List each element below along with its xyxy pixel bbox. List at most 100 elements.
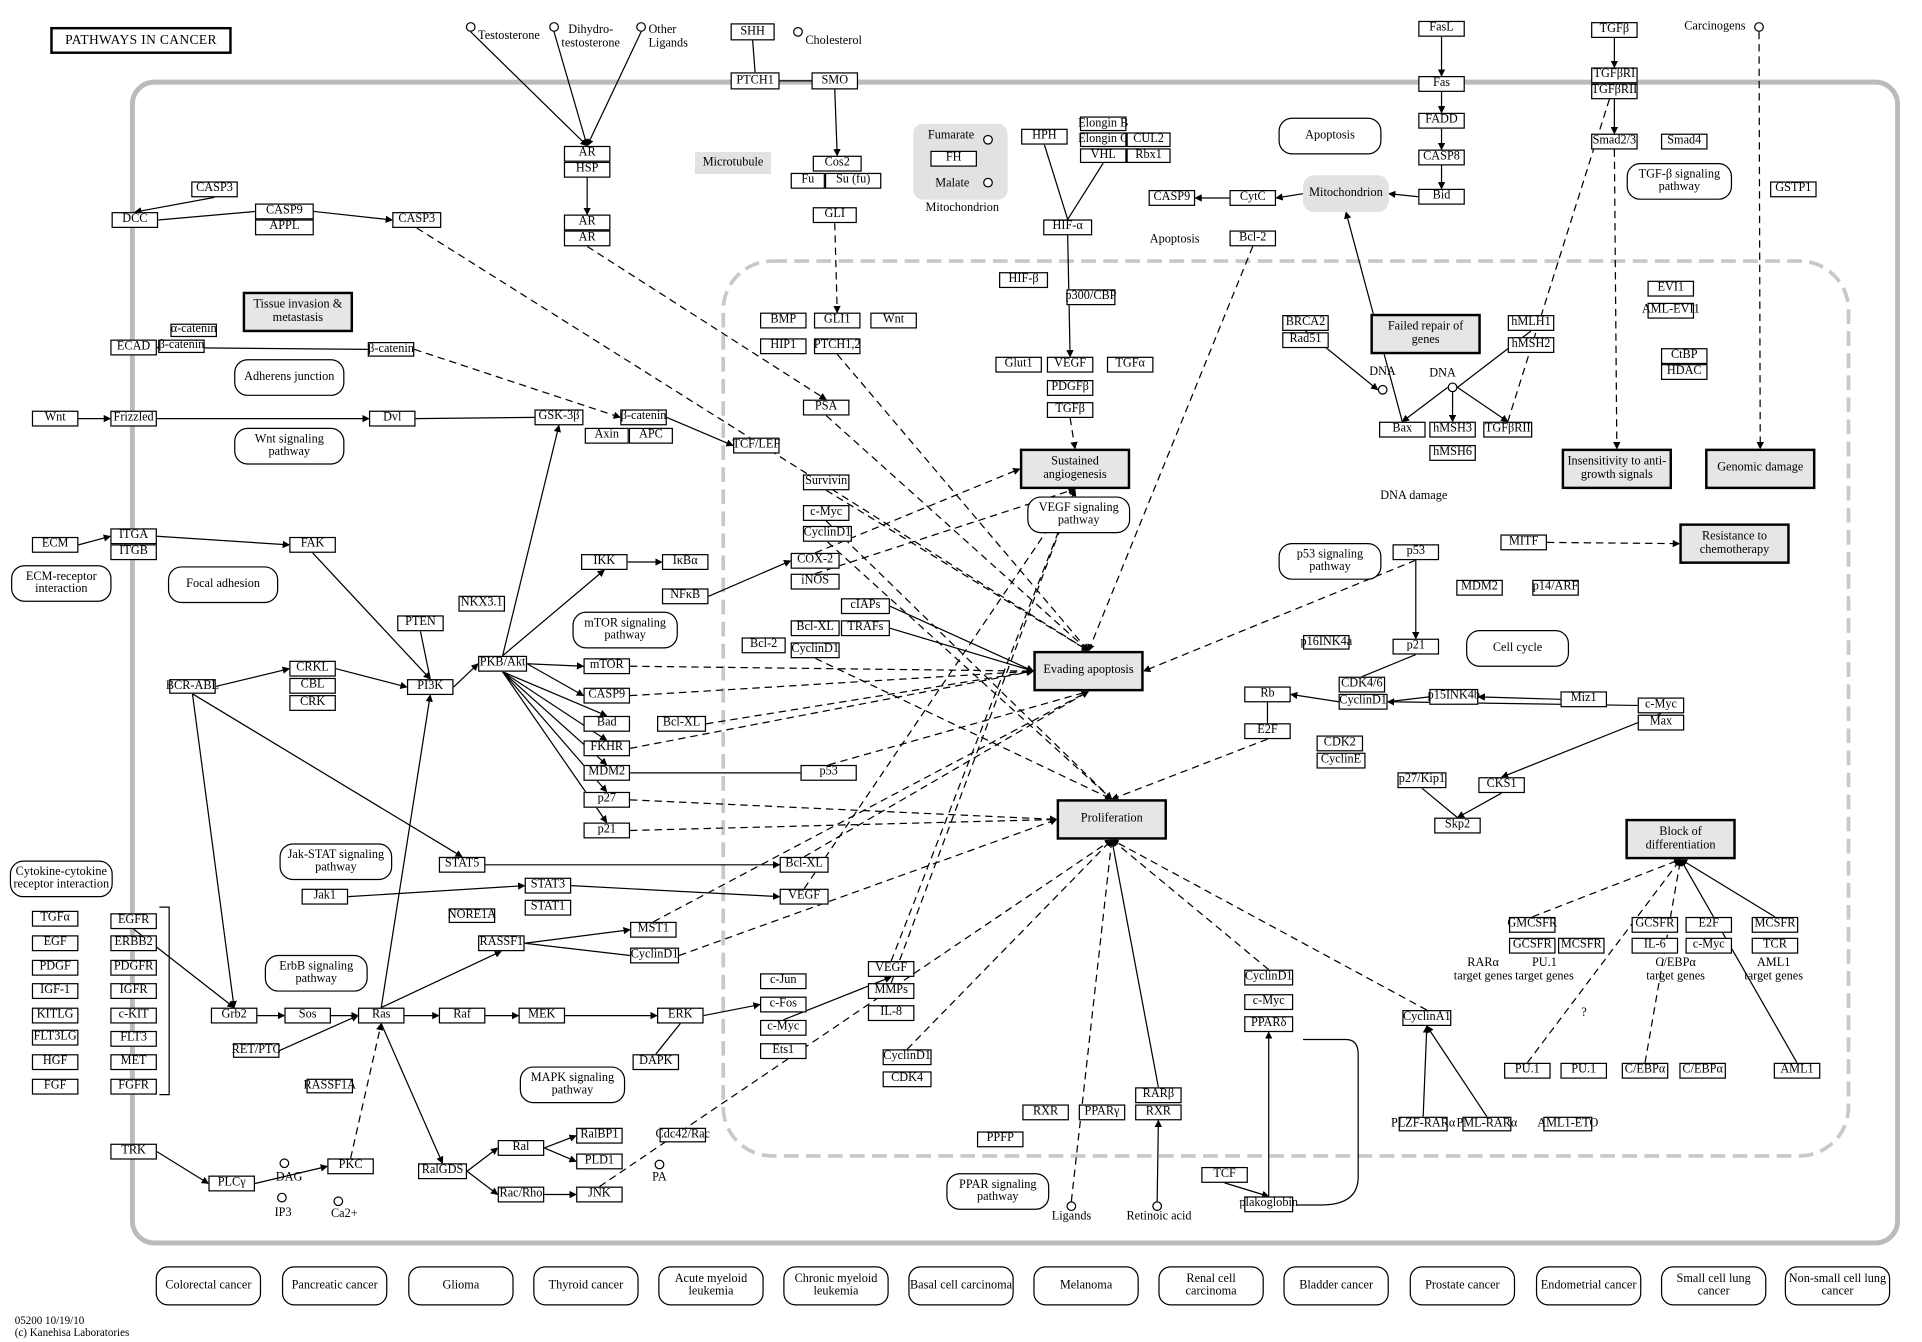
pathway-p53-signaling-pathway[interactable]: p53 signaling pathway	[1278, 543, 1382, 580]
gene-gstp1[interactable]: GSTP1	[1770, 181, 1817, 198]
gene-hdac[interactable]: HDAC	[1660, 364, 1708, 380]
gene-smad2-3[interactable]: Smad2/3	[1591, 133, 1638, 150]
compound-retinoic-acid-marker[interactable]	[1152, 1201, 1163, 1212]
gene-mtor[interactable]: mTOR	[583, 658, 631, 675]
gene-shh[interactable]: SHH	[730, 23, 775, 41]
gene-gsk-3[interactable]: GSK-3β	[534, 409, 584, 426]
gene-cbl[interactable]: CBL	[289, 677, 336, 694]
gene-mitf[interactable]: MITF	[1500, 534, 1547, 551]
gene-p27[interactable]: p27	[583, 791, 631, 808]
gene-nf-b[interactable]: NFκB	[661, 588, 709, 605]
gene-catenin[interactable]: β-catenin	[367, 341, 415, 357]
gene-dvl[interactable]: Dvl	[368, 410, 416, 427]
gene-mdm2[interactable]: MDM2	[1456, 579, 1503, 596]
gene-trafs[interactable]: TRAFs	[840, 620, 890, 637]
gene-pdgf[interactable]: PDGFβ	[1046, 379, 1094, 396]
gene-dapk[interactable]: DAPK	[632, 1054, 680, 1071]
gene-ar[interactable]: AR	[563, 145, 611, 162]
gene-p15ink4b[interactable]: p15INK4b	[1428, 688, 1480, 705]
gene-ptch1[interactable]: PTCH1	[730, 72, 780, 90]
gene-catenin[interactable]: β-catenin	[158, 339, 205, 354]
gene-plzf-rar[interactable]: PLZF-RARα	[1391, 1116, 1455, 1132]
gene-ret-ptc[interactable]: RET/PTC	[232, 1043, 281, 1058]
gene-fas[interactable]: Fas	[1418, 75, 1465, 92]
gene-pu-1[interactable]: PU.1	[1504, 1062, 1551, 1079]
gene-aml1-eto[interactable]: AML1-ETO	[1537, 1116, 1598, 1132]
gene-gli[interactable]: GLI	[812, 207, 857, 224]
gene-rb[interactable]: Rb	[1244, 686, 1291, 703]
gene-nore1a[interactable]: NORE1A	[448, 908, 496, 924]
gene-bcl-xl[interactable]: Bcl-XL	[790, 620, 840, 637]
gene-elongin-c[interactable]: Elongin C	[1078, 132, 1128, 148]
gene-pkb-akt[interactable]: PKB/Akt	[478, 655, 528, 672]
gene-ralgds[interactable]: RalGDS	[417, 1163, 468, 1180]
gene-hmlh1[interactable]: hMLH1	[1507, 315, 1555, 331]
gene-rassf1[interactable]: RASSF1	[478, 935, 525, 952]
gene-tgf-rii[interactable]: TGFβRII	[1591, 83, 1638, 100]
pathway-mtor-signaling-pathway[interactable]: mTOR signaling pathway	[572, 611, 678, 649]
gene-tgf[interactable]: TGFα	[31, 910, 79, 927]
pathway-apoptosis[interactable]: Apoptosis	[1278, 117, 1382, 155]
gene-itgb[interactable]: ITGB	[110, 544, 157, 561]
gene-vegf[interactable]: VEGF	[779, 888, 829, 905]
pathway-ppar-signaling-pathway[interactable]: PPAR signaling pathway	[946, 1173, 1050, 1210]
disease-colorectal-cancer[interactable]: Colorectal cancer	[155, 1266, 262, 1306]
gene-egf[interactable]: EGF	[31, 935, 79, 952]
gene-e2f[interactable]: E2F	[1244, 723, 1291, 740]
gene-gcsfr[interactable]: GCSFR	[1631, 916, 1679, 933]
disease-acute-myeloid-leukemia[interactable]: Acute myeloid leukemia	[658, 1266, 764, 1306]
gene-raf[interactable]: Raf	[438, 1007, 486, 1024]
gene-catenin[interactable]: α-catenin	[170, 323, 217, 338]
gene-ecm[interactable]: ECM	[31, 536, 79, 553]
gene-fadd[interactable]: FADD	[1418, 112, 1465, 129]
phenotype-tissue-invasion-metastasis[interactable]: Tissue invasion & metastasis	[242, 291, 354, 333]
gene-flt3lg[interactable]: FLT3LG	[31, 1029, 79, 1046]
gene-c-myc[interactable]: c-Myc	[759, 1019, 807, 1036]
pathway-focal-adhesion[interactable]: Focal adhesion	[167, 566, 279, 604]
disease-prostate-cancer[interactable]: Prostate cancer	[1409, 1266, 1516, 1306]
gene-gmcsfr[interactable]: GMCSFR	[1507, 916, 1557, 933]
compound-testosterone-marker[interactable]	[465, 22, 476, 32]
gene-tgf[interactable]: TGFβ	[1591, 22, 1638, 38]
gene-survivin[interactable]: Survivin	[802, 474, 850, 491]
gene-pu-1[interactable]: PU.1	[1560, 1062, 1608, 1079]
gene-cks1[interactable]: CKS1	[1478, 777, 1525, 794]
gene-vegf[interactable]: VEGF	[1046, 356, 1094, 373]
gene-bcl-xl[interactable]: Bcl-XL	[657, 715, 707, 732]
gene-glut1[interactable]: Glut1	[995, 356, 1042, 373]
gene-pdgfr[interactable]: PDGFR	[110, 959, 157, 976]
pathway-cell-cycle[interactable]: Cell cycle	[1466, 630, 1570, 667]
gene-fh[interactable]: FH	[930, 150, 977, 167]
gene-cox-2[interactable]: COX-2	[790, 552, 840, 569]
gene-p21[interactable]: p21	[583, 822, 631, 839]
gene-il-6[interactable]: IL-6	[1631, 937, 1679, 954]
gene-c-myc[interactable]: c-Myc	[1637, 697, 1685, 714]
gene-cul2[interactable]: CUL2	[1126, 132, 1171, 148]
gene-tgf[interactable]: TGFα	[1106, 356, 1154, 373]
disease-renal-cell-carcinoma[interactable]: Renal cell carcinoma	[1158, 1266, 1264, 1306]
gene-cdk4-6[interactable]: CDK4/6	[1338, 676, 1386, 693]
disease-non-small-cell-lung-cancer[interactable]: Non-small cell lung cancer	[1784, 1266, 1891, 1306]
gene-pkc[interactable]: PKC	[327, 1158, 374, 1175]
disease-bladder-cancer[interactable]: Bladder cancer	[1283, 1266, 1389, 1306]
gene-stat1[interactable]: STAT1	[524, 899, 572, 916]
gene-p21[interactable]: p21	[1392, 638, 1440, 655]
compound-carcinogens-marker[interactable]	[1754, 22, 1764, 32]
gene-cycline[interactable]: CyclinE	[1316, 752, 1366, 769]
compound-fumarate-marker[interactable]	[983, 134, 993, 145]
gene-pi3k[interactable]: PI3K	[406, 679, 454, 696]
gene-casp9[interactable]: CASP9	[1148, 189, 1196, 206]
gene-ciaps[interactable]: cIAPs	[840, 598, 890, 615]
gene-fu[interactable]: Fu	[790, 172, 825, 189]
gene-mst1[interactable]: MST1	[630, 921, 677, 938]
gene-rbx1[interactable]: Rbx1	[1126, 148, 1171, 164]
gene-ptch1-2[interactable]: PTCH1,2	[814, 338, 861, 355]
gene-dcc[interactable]: DCC	[111, 212, 159, 228]
gene-psa[interactable]: PSA	[802, 399, 850, 416]
gene-casp8[interactable]: CASP8	[1418, 149, 1465, 166]
gene-c-jun[interactable]: c-Jun	[759, 973, 807, 990]
gene-rxr[interactable]: RXR	[1022, 1104, 1069, 1121]
gene-bcl-2[interactable]: Bcl-2	[741, 637, 786, 654]
gene-cyclina1[interactable]: CyclinA1	[1402, 1010, 1452, 1026]
gene-mdm2[interactable]: MDM2	[583, 764, 631, 781]
